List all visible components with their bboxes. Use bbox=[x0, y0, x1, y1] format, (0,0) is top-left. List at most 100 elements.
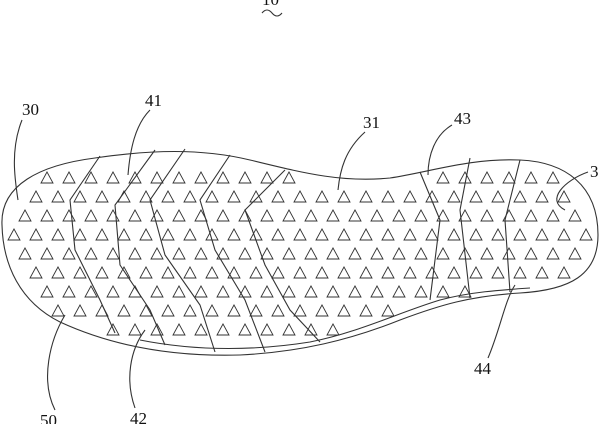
triangle-mark bbox=[29, 266, 43, 279]
triangle-mark bbox=[183, 266, 197, 279]
triangle-mark bbox=[205, 190, 219, 203]
insole-outline bbox=[1, 150, 599, 356]
triangle-mark bbox=[128, 323, 142, 336]
triangle-mark bbox=[348, 247, 362, 260]
triangle-mark bbox=[579, 228, 593, 241]
triangle-mark bbox=[194, 247, 208, 260]
triangle-mark bbox=[40, 209, 54, 222]
triangle-mark bbox=[260, 209, 274, 222]
triangle-mark bbox=[524, 209, 538, 222]
triangle-mark bbox=[315, 190, 329, 203]
triangle-mark bbox=[282, 209, 296, 222]
triangle-mark bbox=[62, 209, 76, 222]
triangle-mark bbox=[95, 304, 109, 317]
triangle-mark bbox=[139, 190, 153, 203]
triangle-mark bbox=[40, 171, 54, 184]
triangle-mark bbox=[106, 323, 120, 336]
triangle-mark bbox=[513, 228, 527, 241]
triangle-mark bbox=[7, 228, 21, 241]
triangle-mark bbox=[293, 228, 307, 241]
triangle-mark bbox=[62, 171, 76, 184]
triangle-mark bbox=[469, 228, 483, 241]
triangle-mark bbox=[271, 266, 285, 279]
triangle-mark bbox=[150, 209, 164, 222]
triangle-mark bbox=[359, 190, 373, 203]
triangle-mark bbox=[183, 304, 197, 317]
label-50: 50 bbox=[40, 411, 57, 424]
triangle-mark bbox=[227, 228, 241, 241]
triangle-mark bbox=[535, 190, 549, 203]
triangle-mark bbox=[29, 190, 43, 203]
triangle-mark bbox=[161, 228, 175, 241]
triangle-mark bbox=[205, 304, 219, 317]
triangle-mark bbox=[403, 266, 417, 279]
triangle-mark bbox=[381, 190, 395, 203]
triangle-mark bbox=[282, 247, 296, 260]
triangle-mark bbox=[326, 209, 340, 222]
triangle-mark bbox=[524, 247, 538, 260]
triangle-mark bbox=[293, 190, 307, 203]
triangle-mark bbox=[491, 190, 505, 203]
triangle-mark bbox=[51, 304, 65, 317]
triangle-mark bbox=[238, 323, 252, 336]
triangle-mark bbox=[260, 285, 274, 298]
triangle-mark bbox=[337, 266, 351, 279]
triangle-mark bbox=[381, 228, 395, 241]
triangle-mark bbox=[260, 247, 274, 260]
triangle-mark bbox=[370, 247, 384, 260]
triangle-mark bbox=[150, 323, 164, 336]
triangle-mark bbox=[172, 285, 186, 298]
zone-divider-lines bbox=[69, 148, 521, 353]
triangle-mark bbox=[128, 247, 142, 260]
triangle-mark bbox=[73, 304, 87, 317]
label-42: 42 bbox=[130, 409, 147, 424]
triangle-mark bbox=[370, 209, 384, 222]
triangle-mark bbox=[524, 171, 538, 184]
triangle-mark bbox=[238, 209, 252, 222]
triangle-mark bbox=[425, 228, 439, 241]
triangle-mark bbox=[348, 209, 362, 222]
triangle-mark bbox=[304, 247, 318, 260]
triangle-mark bbox=[414, 209, 428, 222]
triangle-mark bbox=[491, 228, 505, 241]
triangle-mark bbox=[18, 209, 32, 222]
triangle-mark bbox=[216, 209, 230, 222]
triangle-mark bbox=[282, 171, 296, 184]
triangle-mark bbox=[139, 228, 153, 241]
triangle-mark bbox=[51, 190, 65, 203]
triangle-mark bbox=[502, 209, 516, 222]
triangle-mark bbox=[458, 285, 472, 298]
triangle-mark bbox=[337, 190, 351, 203]
triangle-mark bbox=[150, 247, 164, 260]
triangle-mark bbox=[315, 304, 329, 317]
triangle-mark bbox=[139, 266, 153, 279]
triangle-mark bbox=[546, 247, 560, 260]
triangle-mark bbox=[502, 247, 516, 260]
triangle-mark bbox=[326, 285, 340, 298]
triangle-mark bbox=[359, 228, 373, 241]
triangle-mark bbox=[502, 171, 516, 184]
triangle-mark bbox=[128, 285, 142, 298]
label-41: 41 bbox=[145, 91, 162, 110]
triangle-mark bbox=[293, 266, 307, 279]
triangle-mark bbox=[315, 228, 329, 241]
triangle-mark bbox=[95, 228, 109, 241]
triangle-mark bbox=[359, 266, 373, 279]
triangle-mark bbox=[161, 266, 175, 279]
triangle-mark bbox=[106, 171, 120, 184]
triangle-mark bbox=[348, 285, 362, 298]
triangle-mark bbox=[535, 266, 549, 279]
triangle-mark bbox=[293, 304, 307, 317]
triangle-mark bbox=[480, 171, 494, 184]
inner-outline bbox=[139, 287, 531, 350]
triangle-mark bbox=[216, 247, 230, 260]
triangle-mark bbox=[392, 247, 406, 260]
triangle-mark bbox=[40, 247, 54, 260]
triangle-mark bbox=[337, 228, 351, 241]
triangle-mark bbox=[557, 190, 571, 203]
triangle-mark bbox=[359, 304, 373, 317]
triangle-mark bbox=[117, 190, 131, 203]
label-3: 3 bbox=[590, 162, 599, 181]
triangle-mark bbox=[568, 247, 582, 260]
